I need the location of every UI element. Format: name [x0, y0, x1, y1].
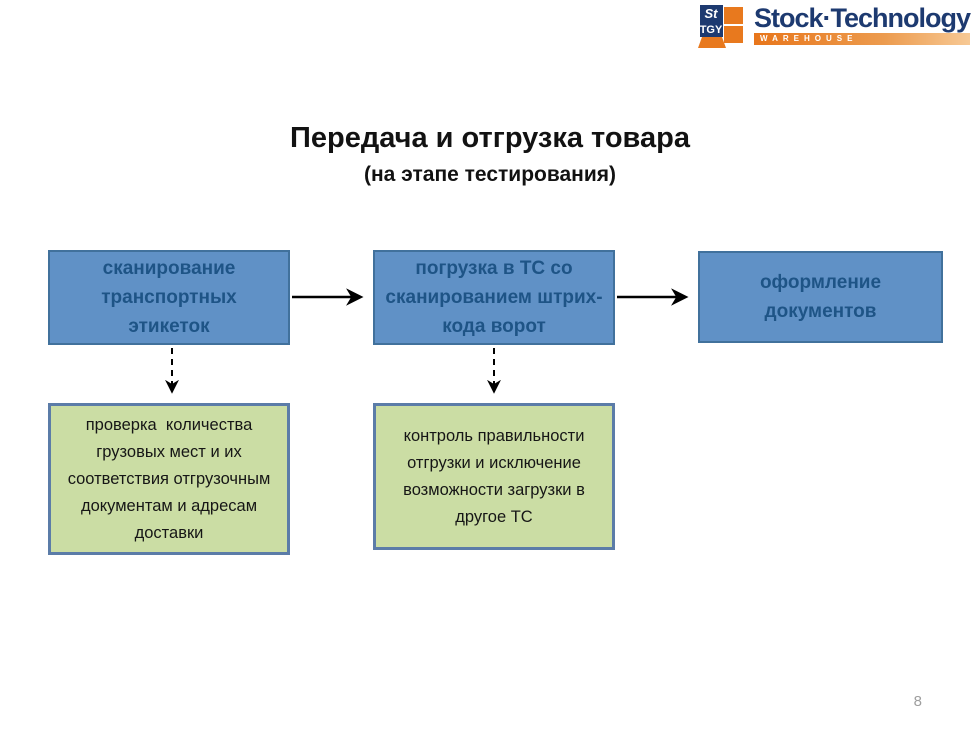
logo-box-icon: St TGY	[697, 5, 743, 48]
page-title: Передача и отгрузка товара	[290, 122, 690, 154]
page-subtitle: (на этапе тестирования)	[363, 163, 617, 186]
flow-step-load-vehicle: погрузка в ТС со сканированием штрих-код…	[373, 250, 615, 345]
page-number: 8	[913, 693, 922, 710]
logo: St TGY Stock·Technology WAREHOUSE	[692, 3, 971, 51]
logo-icon-text-top: St	[704, 6, 718, 21]
logo-brand-column: Stock·Technology WAREHOUSE	[753, 3, 971, 45]
flow-check-shipment-control: контроль правильности отгрузки и исключе…	[373, 403, 615, 550]
flow-step-paperwork: оформление документов	[698, 251, 943, 343]
logo-brand-name: Stock·Technology	[753, 3, 971, 33]
flow-step-scan-labels: сканирование транспортных этикеток	[48, 250, 290, 345]
title-block: Передача и отгрузка товара (на этапе тес…	[0, 122, 980, 187]
logo-tagline-bar: WAREHOUSE	[753, 33, 970, 45]
logo-icon-text-bottom: TGY	[700, 24, 723, 36]
flow-check-cargo-count: проверка количества грузовых мест и их с…	[48, 403, 290, 555]
logo-tagline: WAREHOUSE	[759, 34, 858, 43]
